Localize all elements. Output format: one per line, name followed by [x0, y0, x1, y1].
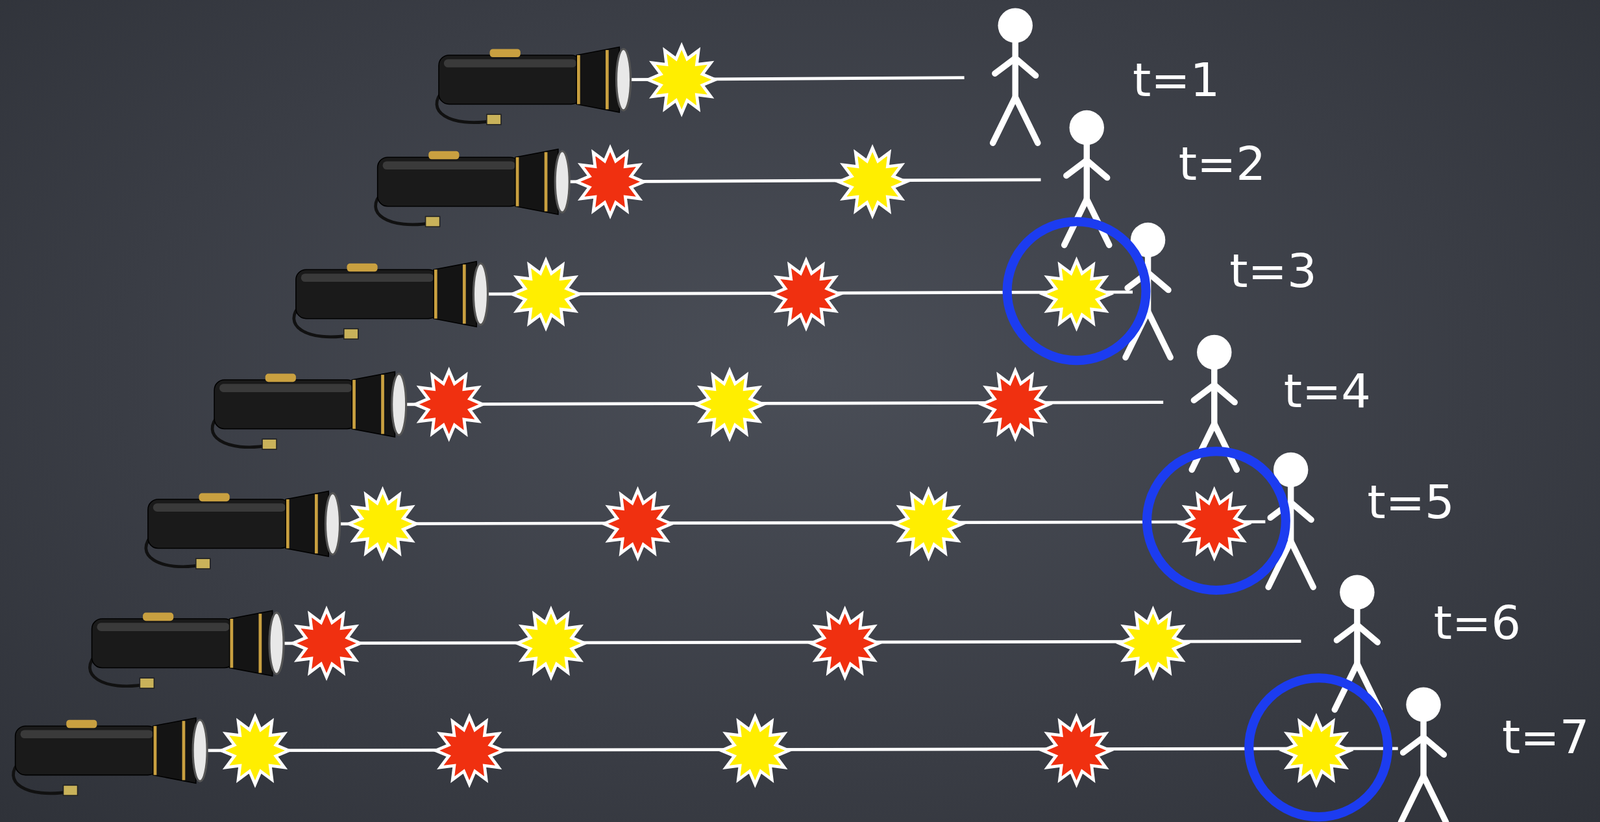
yellow-flash [721, 716, 789, 785]
flashlight [212, 371, 407, 450]
time-label: t=5 [1367, 478, 1455, 526]
stick-figure [993, 8, 1038, 144]
highlight-circle [1146, 451, 1286, 591]
time-label: t=7 [1501, 713, 1589, 761]
light-ray [336, 521, 1266, 524]
yellow-flash [349, 490, 417, 558]
red-flash [576, 147, 644, 216]
flashlight [146, 490, 341, 569]
yellow-flash [1282, 716, 1351, 785]
red-flash [1043, 716, 1111, 785]
light-ray [203, 748, 1398, 751]
red-flash [604, 490, 672, 558]
highlight-circle [1248, 677, 1388, 817]
yellow-flash [512, 260, 580, 328]
time-label: t=1 [1132, 56, 1220, 104]
flashlight [12, 717, 208, 796]
flashlight [89, 610, 284, 689]
yellow-flash [838, 147, 907, 216]
flashlight [436, 46, 631, 125]
red-flash [1180, 490, 1249, 558]
red-flash [292, 609, 361, 677]
yellow-flash [221, 716, 289, 785]
yellow-flash [695, 370, 764, 439]
red-flash [415, 370, 483, 439]
stick-figure [1268, 452, 1314, 588]
yellow-flash [1043, 260, 1111, 328]
time-label: t=3 [1229, 247, 1317, 295]
red-flash [811, 609, 879, 677]
time-label: t=4 [1283, 367, 1371, 415]
flashlight [375, 149, 570, 228]
yellow-flash [895, 490, 963, 558]
red-flash [435, 716, 504, 785]
flashlight [294, 261, 489, 340]
stick-figure [1400, 686, 1446, 822]
time-label: t=2 [1178, 140, 1266, 187]
yellow-flash [647, 46, 716, 114]
red-flash [981, 370, 1049, 439]
time-label: t=6 [1433, 599, 1521, 646]
highlight-circle [1007, 221, 1147, 361]
red-flash [772, 260, 840, 328]
yellow-flash [517, 609, 585, 677]
yellow-flash [1119, 609, 1188, 677]
